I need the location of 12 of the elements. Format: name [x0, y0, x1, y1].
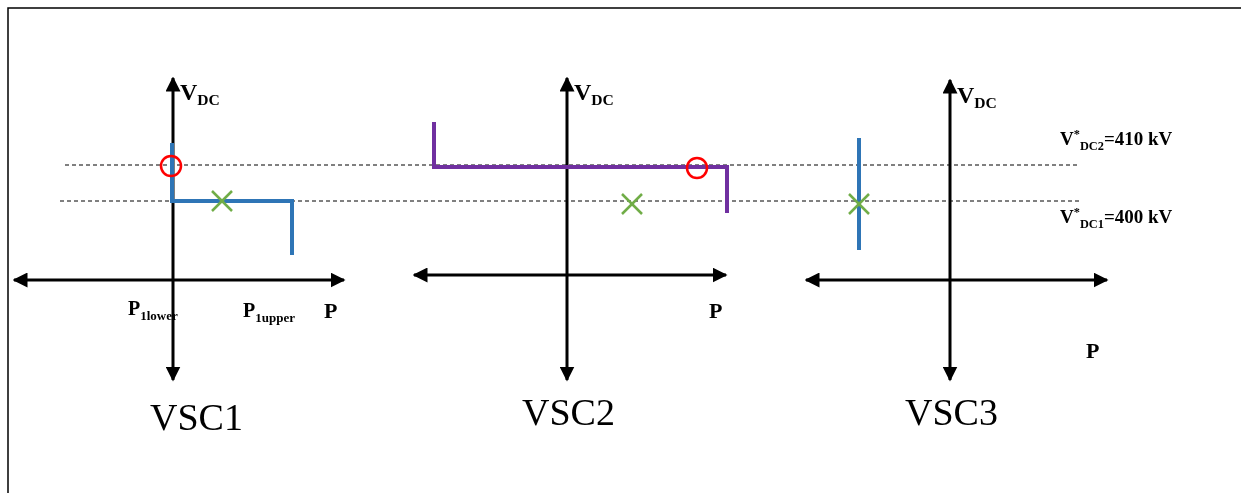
- plot-title: VSC2: [522, 393, 615, 431]
- axis-label: P: [324, 300, 338, 322]
- plot-title: VSC3: [905, 393, 998, 431]
- axis-label: V$_{DC}$: [957, 83, 997, 112]
- axis-label: V$_{DC}$: [574, 80, 614, 109]
- axis-label: P: [1086, 340, 1100, 362]
- axis-label: P$_{1upper}$: [243, 300, 295, 324]
- reference-level-label: V$^{*}$$_{DC2}$=410 kV: [1060, 128, 1173, 153]
- plot-title: VSC1: [150, 398, 243, 436]
- reference-level-label: V$^{*}$$_{DC1}$=400 kV: [1060, 206, 1173, 231]
- axis-label: P: [709, 300, 723, 322]
- axis-label: V$_{DC}$: [180, 80, 220, 109]
